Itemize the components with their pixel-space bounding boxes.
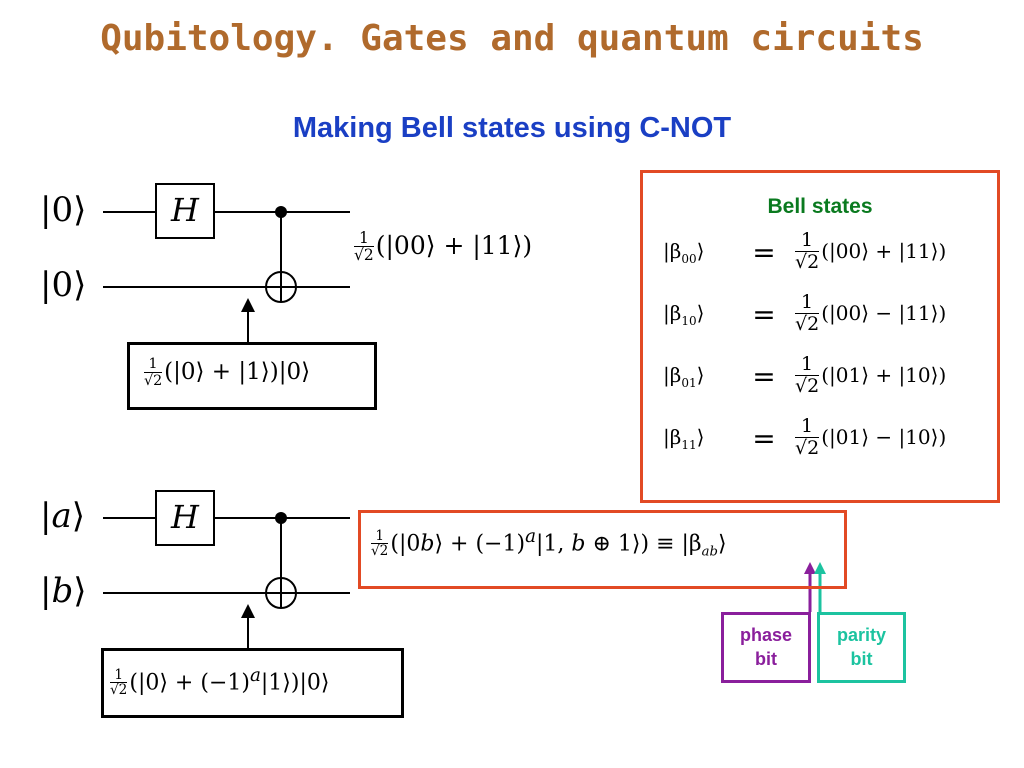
fraction: 1√2	[144, 356, 163, 389]
fraction: 1√2	[110, 666, 128, 699]
slide-subtitle: Making Bell states using C-NOT	[292, 112, 732, 144]
bell-states-box: Bell states |β00⟩ = 1√2(|00⟩ + |11⟩) |β1…	[640, 170, 1000, 503]
parity-pointer-head	[814, 562, 826, 574]
circuit1-intermediate-state-box: 1√2(|0⟩ + |1⟩)|0⟩	[127, 342, 377, 410]
arrow-1-head	[241, 298, 255, 312]
phase-pointer-head	[804, 562, 816, 574]
circuit1-input-bottom: |0⟩	[40, 265, 87, 305]
hadamard-gate-2: H	[155, 490, 215, 546]
bell-row-10: |β10⟩ = 1√2(|00⟩ − |11⟩)	[663, 290, 947, 335]
cnot-1-control	[275, 206, 287, 218]
circuit2-input-bottom: |b⟩	[40, 571, 87, 611]
fraction: 1√2	[371, 527, 389, 560]
fraction: 1√2	[354, 229, 374, 265]
bell-states-title: Bell states	[767, 195, 873, 218]
slide-title: Qubitology. Gates and quantum circuits	[100, 18, 924, 59]
circuit2-intermediate-state-box: 1√2(|0⟩ + (−1)a|1⟩)|0⟩	[101, 648, 404, 718]
bell-row-11: |β11⟩ = 1√2(|01⟩ − |10⟩)	[663, 414, 947, 459]
circuit2-input-top: |a⟩	[40, 496, 86, 536]
bell-row-01: |β01⟩ = 1√2(|01⟩ + |10⟩)	[663, 352, 947, 397]
bell-row-00: |β00⟩ = 1√2(|00⟩ + |11⟩)	[663, 228, 947, 273]
cnot-2-control	[275, 512, 287, 524]
circuit2-output-state-box: 1√2(|0b⟩ + (−1)a|1, b ⊕ 1⟩) ≡ |βab⟩	[358, 510, 847, 589]
arrow-2-head	[241, 604, 255, 618]
hadamard-gate-1: H	[155, 183, 215, 239]
circuit1-input-top: |0⟩	[40, 190, 87, 230]
circuit1-output-state: 1√2(|00⟩ + |11⟩)	[354, 229, 533, 265]
